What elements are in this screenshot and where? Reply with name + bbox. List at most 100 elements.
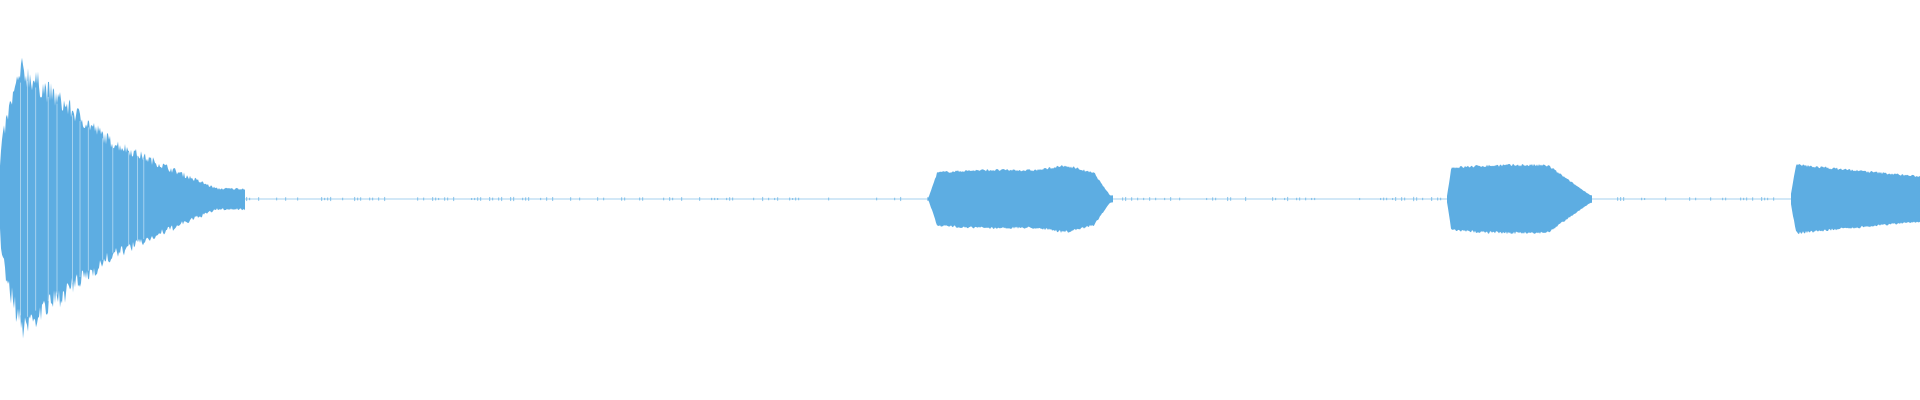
silence-noise-tick bbox=[498, 197, 500, 201]
silence-noise-tick bbox=[669, 197, 671, 201]
silence-noise-tick bbox=[1665, 197, 1667, 201]
waveform-streak bbox=[35, 87, 37, 311]
silence-noise-tick bbox=[1131, 197, 1133, 201]
silence-noise-tick bbox=[1431, 197, 1433, 201]
silence-noise-tick bbox=[285, 197, 287, 201]
silence-noise-tick bbox=[1743, 197, 1745, 201]
silence-noise-tick bbox=[1623, 197, 1625, 201]
silence-noise-tick bbox=[1314, 197, 1316, 201]
silence-noise-tick bbox=[1275, 197, 1277, 201]
silence-noise-tick bbox=[729, 197, 731, 201]
silence-noise-tick bbox=[1644, 197, 1646, 201]
silence-noise-tick bbox=[1206, 197, 1208, 201]
silence-noise-tick bbox=[1122, 197, 1124, 201]
silence-noise-tick bbox=[894, 197, 896, 201]
silence-noise-tick bbox=[681, 197, 683, 201]
silence-noise-tick bbox=[258, 197, 260, 201]
silence-noise-tick bbox=[639, 197, 641, 201]
silence-noise-tick bbox=[1440, 197, 1442, 201]
silence-noise-tick bbox=[1143, 197, 1145, 201]
silence-noise-tick bbox=[1227, 196, 1229, 202]
silence-noise-tick bbox=[249, 197, 251, 201]
silence-noise-tick bbox=[726, 197, 728, 201]
silence-noise-tick bbox=[447, 197, 449, 201]
silence-noise-tick bbox=[1710, 197, 1712, 201]
silence-noise-tick bbox=[360, 197, 362, 201]
silence-noise-tick bbox=[369, 197, 371, 201]
silence-noise-tick bbox=[246, 196, 248, 202]
silence-noise-tick bbox=[321, 197, 323, 201]
silence-noise-tick bbox=[927, 197, 929, 201]
silence-noise-tick bbox=[423, 197, 425, 201]
silence-noise-tick bbox=[1773, 197, 1775, 201]
silence-noise-tick bbox=[1245, 196, 1247, 202]
silence-noise-tick bbox=[1137, 197, 1139, 201]
waveform-streak bbox=[47, 96, 49, 302]
silence-noise-tick bbox=[1392, 197, 1394, 201]
silence-noise-tick bbox=[1740, 197, 1742, 201]
silence-noise-tick bbox=[1746, 197, 1748, 201]
silence-noise-tick bbox=[327, 197, 329, 201]
waveform-streak bbox=[137, 156, 138, 242]
silence-noise-tick bbox=[621, 197, 623, 201]
waveform-segment-4 bbox=[1791, 163, 1920, 235]
silence-noise-tick bbox=[1404, 197, 1406, 201]
silence-noise-tick bbox=[354, 196, 356, 202]
silence-noise-tick bbox=[1413, 196, 1415, 202]
silence-noise-tick bbox=[717, 197, 719, 201]
waveform-streak bbox=[79, 121, 81, 277]
silence-noise-tick bbox=[552, 196, 554, 202]
silence-noise-tick bbox=[477, 197, 479, 201]
silence-noise-tick bbox=[378, 197, 380, 201]
silence-noise-tick bbox=[1215, 197, 1217, 201]
silence-noise-tick bbox=[1230, 197, 1232, 201]
silence-noise-tick bbox=[510, 196, 512, 202]
silence-noise-tick bbox=[1125, 196, 1127, 202]
silence-noise-tick bbox=[876, 197, 878, 201]
silence-noise-tick bbox=[1422, 197, 1424, 201]
silence-noise-tick bbox=[1299, 197, 1301, 201]
silence-noise-tick bbox=[570, 197, 572, 201]
silence-noise-tick bbox=[1764, 197, 1766, 201]
waveform-streak bbox=[128, 152, 130, 246]
silence-noise-tick bbox=[1641, 197, 1643, 201]
waveform-streak bbox=[112, 145, 114, 253]
silence-noise-tick bbox=[732, 197, 734, 201]
silence-noise-tick bbox=[672, 197, 674, 201]
silence-noise-tick bbox=[768, 197, 770, 201]
silence-noise-tick bbox=[579, 197, 581, 201]
silence-noise-tick bbox=[624, 197, 626, 201]
silence-noise-tick bbox=[1149, 197, 1151, 201]
silence-noise-tick bbox=[828, 197, 830, 201]
silence-noise-tick bbox=[663, 197, 665, 201]
silence-noise-tick bbox=[453, 196, 455, 202]
silence-noise-tick bbox=[777, 197, 779, 201]
waveform-streak bbox=[20, 82, 21, 316]
silence-noise-tick bbox=[711, 197, 713, 201]
silence-noise-tick bbox=[1416, 197, 1418, 201]
silence-noise-tick bbox=[789, 197, 791, 201]
waveform-streak bbox=[102, 138, 104, 260]
silence-noise-tick bbox=[324, 197, 326, 201]
silence-noise-tick bbox=[1284, 197, 1286, 201]
silence-noise-tick bbox=[597, 197, 599, 201]
silence-noise-tick bbox=[384, 196, 386, 202]
waveform-streak bbox=[56, 103, 58, 295]
waveform-streak bbox=[87, 127, 89, 271]
silence-noise-tick bbox=[798, 197, 800, 201]
waveform-streak bbox=[27, 81, 28, 317]
silence-noise-tick bbox=[1761, 197, 1763, 201]
silence-noise-tick bbox=[357, 197, 359, 201]
silence-noise-tick bbox=[753, 197, 755, 201]
silence-noise-tick bbox=[1272, 197, 1274, 201]
silence-noise-tick bbox=[1437, 197, 1439, 201]
silence-noise-tick bbox=[900, 196, 902, 202]
silence-noise-tick bbox=[1620, 197, 1622, 201]
silence-noise-tick bbox=[699, 197, 701, 201]
silence-noise-tick bbox=[435, 197, 437, 201]
silence-noise-tick bbox=[1722, 197, 1724, 201]
silence-noise-tick bbox=[714, 197, 716, 201]
silence-noise-tick bbox=[1689, 197, 1691, 201]
